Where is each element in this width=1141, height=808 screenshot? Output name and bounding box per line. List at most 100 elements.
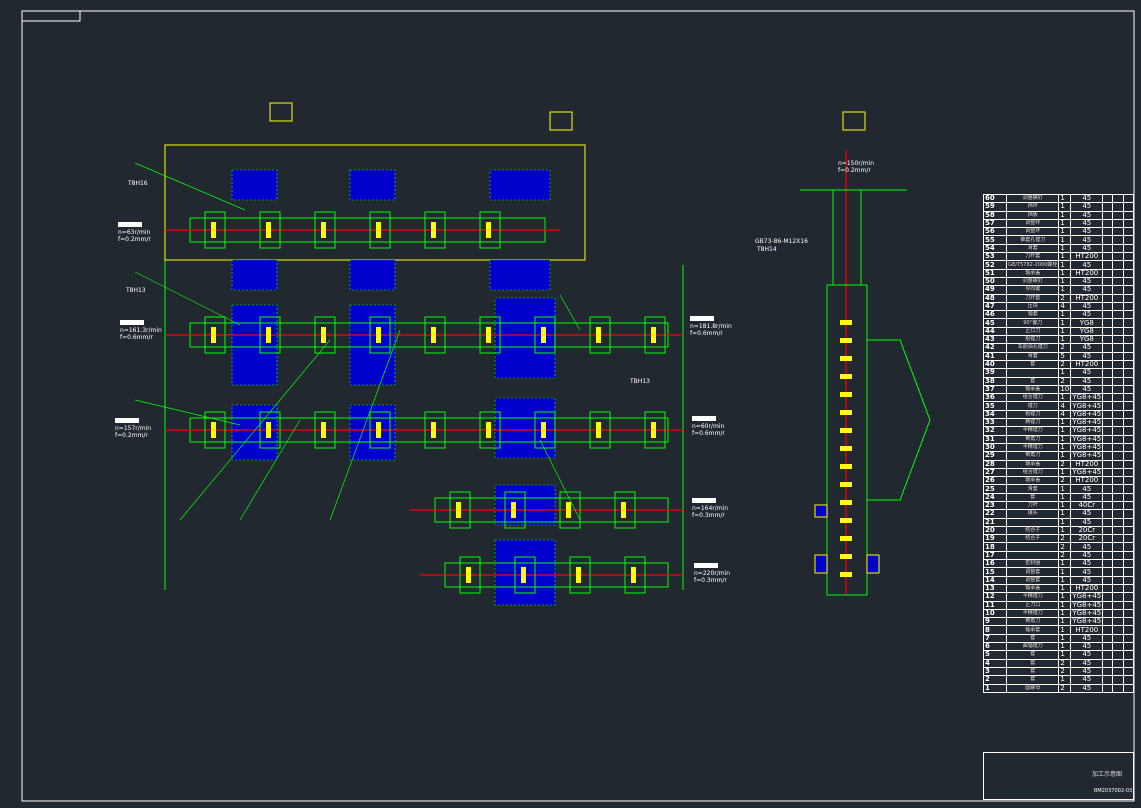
parts-cell-empty [1102, 252, 1114, 262]
section-symbol [269, 102, 293, 122]
parts-cell-empty [1102, 484, 1114, 494]
parts-cell-m: YG8+45 [1070, 467, 1104, 478]
parts-cell-m: YG8+45 [1070, 600, 1104, 610]
label-t1: T8H16 [128, 180, 148, 187]
parts-cell-empty [1102, 625, 1114, 635]
param-5: n=60r/min f=0.6mm/r [692, 416, 725, 437]
parts-cell-empty [1122, 326, 1135, 337]
cutting-tool [840, 392, 852, 397]
parts-cell-no: 19 [982, 534, 1008, 544]
drawing-number: BM2037002-03 [1094, 788, 1133, 794]
parts-cell-q: 1 [1058, 500, 1072, 511]
parts-cell-no: 36 [982, 393, 1008, 403]
parts-cell-q: 2 [1058, 658, 1072, 668]
parts-cell-q: 1 [1058, 642, 1072, 652]
cutting-tool [621, 502, 626, 518]
parts-cell-nm: 刀杆 [1006, 500, 1060, 511]
parts-cell-empty [1122, 310, 1135, 320]
parts-cell-q: 1 [1058, 193, 1072, 204]
parts-cell-no: 6 [982, 642, 1008, 652]
parts-cell-q: 1 [1058, 335, 1072, 345]
parts-cell-empty [1112, 409, 1124, 420]
cutting-tool [321, 422, 326, 438]
parts-cell-nm: 倒角刀 [1006, 617, 1060, 627]
parts-cell-no: 31 [982, 434, 1008, 444]
parts-cell-nm: 导向键 [1006, 285, 1060, 295]
cutting-tool [511, 502, 516, 518]
parts-cell-empty [1102, 343, 1114, 353]
parts-cell-no: 26 [982, 476, 1008, 486]
parts-cell-m: 45 [1070, 666, 1104, 677]
hatch-block [489, 169, 551, 201]
parts-cell-empty [1112, 476, 1124, 486]
parts-cell-empty [1122, 426, 1135, 436]
parts-cell-no: 27 [982, 467, 1008, 478]
parts-cell-empty [1122, 666, 1135, 677]
parts-cell-empty [1122, 210, 1135, 220]
label-std2: GB73-86-M12X16 [755, 238, 808, 245]
parts-cell-q: 1 [1058, 650, 1072, 660]
parts-cell-empty [1122, 227, 1135, 237]
hatch-block [231, 259, 278, 291]
tool-holder [624, 556, 646, 594]
param-4: n=181.8r/min f=0.6mm/r [690, 316, 732, 337]
parts-cell-empty [1122, 451, 1135, 461]
parts-cell-empty [1102, 617, 1114, 627]
parts-cell-empty [1102, 227, 1114, 237]
parts-cell-empty [1112, 567, 1124, 577]
parts-cell-empty [1112, 509, 1124, 519]
parts-cell-nm: 挡环 [1006, 202, 1060, 212]
parts-cell-nm [1006, 368, 1060, 378]
parts-cell-empty [1112, 368, 1124, 378]
parts-cell-empty [1112, 351, 1124, 361]
cutting-tool [266, 422, 271, 438]
parts-cell-nm: 轴承套 [1006, 625, 1060, 635]
cutting-tool [840, 428, 852, 433]
tool-holder [589, 316, 611, 354]
tool-holder [314, 316, 336, 354]
tool-holder [569, 556, 591, 594]
parts-cell-no: 11 [982, 600, 1008, 610]
parts-cell-empty [1112, 534, 1124, 544]
parts-cell-q: 1 [1058, 235, 1072, 245]
parts-cell-no: 39 [982, 368, 1008, 378]
parts-cell-empty [1122, 293, 1135, 303]
param-1: n=63r/min f=0.2mm/r [118, 222, 151, 243]
parts-cell-empty [1122, 393, 1135, 403]
parts-cell-empty [1112, 492, 1124, 503]
parts-cell-m: 20Cr [1070, 534, 1104, 544]
outer-border [21, 10, 1135, 802]
parts-cell-m: HT200 [1070, 625, 1104, 635]
parts-cell-m: YG8+45 [1070, 393, 1104, 403]
parts-cell-no: 10 [982, 608, 1008, 619]
parts-cell-empty [1122, 559, 1135, 569]
parts-cell-empty [1112, 525, 1124, 536]
parts-cell-no: 59 [982, 202, 1008, 212]
parts-cell-q: 1 [1058, 310, 1072, 320]
cutting-tool [840, 500, 852, 505]
cutting-tool [840, 572, 852, 577]
parts-cell-q: 1 [1058, 608, 1072, 619]
parts-cell-empty [1112, 318, 1124, 328]
parts-cell-m: YG8 [1070, 318, 1104, 328]
parts-cell-no: 29 [982, 451, 1008, 461]
parts-cell-m: 45 [1070, 559, 1104, 569]
parts-cell-q: 4 [1058, 401, 1072, 411]
parts-cell-no: 58 [982, 210, 1008, 220]
title-block: 加工示意图 BM2037002-03 [983, 752, 1134, 800]
parts-cell-empty [1122, 285, 1135, 295]
parts-cell-empty [1122, 268, 1135, 278]
param-2: n=161.3r/min f=0.6mm/r [120, 320, 162, 341]
leader-line [559, 294, 581, 331]
